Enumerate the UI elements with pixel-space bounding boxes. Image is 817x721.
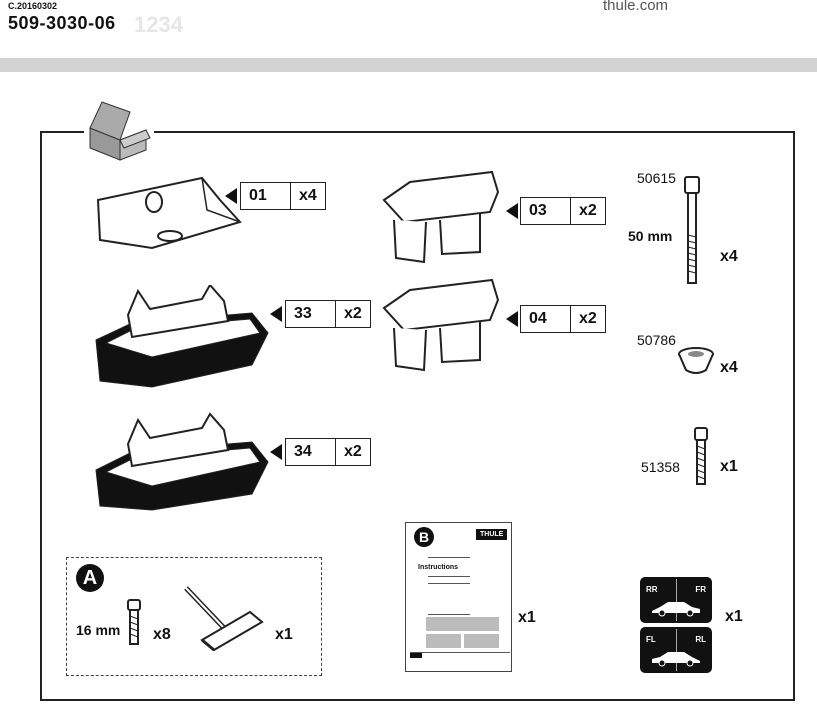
sticker-label: FR <box>695 585 706 594</box>
part-qty: x2 <box>344 443 362 460</box>
kit-a-tool-qty: x1 <box>275 626 293 643</box>
foot-33-icon <box>95 285 269 388</box>
sticker-label: FL <box>646 635 656 644</box>
small-bolt-icon <box>127 599 141 645</box>
car-icon <box>652 602 700 617</box>
pointer-icon <box>270 444 282 460</box>
barcode <box>410 653 422 658</box>
bolt-length: 50 mm <box>628 228 673 244</box>
kit-a-badge: A <box>76 564 104 592</box>
pointer-icon <box>506 203 518 219</box>
pointer-icon <box>270 306 282 322</box>
screw-icon <box>694 427 708 485</box>
thule-logo: THULE <box>476 529 508 540</box>
pad-03-icon <box>382 170 500 264</box>
divider <box>428 557 470 558</box>
sticker-label: RR <box>646 585 658 594</box>
pointer-icon <box>225 188 237 204</box>
image-placeholder <box>464 634 499 648</box>
instructions-badge: B <box>414 527 434 547</box>
kit-a-box <box>66 557 322 676</box>
doc-date: C.20160302 <box>8 1 58 11</box>
kit-a-bolt-qty: x8 <box>153 626 171 643</box>
washer-qty: x4 <box>720 359 738 376</box>
instructions-qty: x1 <box>518 609 536 626</box>
hex-key-tool-icon <box>184 586 264 652</box>
bracket-01-icon <box>96 176 242 250</box>
divider <box>676 579 677 621</box>
image-placeholder <box>426 634 461 648</box>
parts-frame <box>40 131 795 701</box>
car-icon <box>652 652 700 667</box>
sticker-label: RL <box>695 635 706 644</box>
divider <box>410 652 510 653</box>
part-label-34: 34 x2 <box>285 438 371 466</box>
washer-icon <box>678 347 714 374</box>
divider <box>428 614 470 615</box>
kit-a-bolt-length: 16 mm <box>76 622 121 638</box>
part-qty: x2 <box>579 202 597 219</box>
screw-qty: x1 <box>720 458 738 475</box>
bolt-qty: x4 <box>720 248 738 265</box>
box-icon <box>84 101 154 164</box>
website: thule.com <box>603 0 669 14</box>
divider <box>676 629 677 671</box>
sticker-front-rear-left: FL RL <box>640 627 712 673</box>
part-qty: x4 <box>299 187 317 204</box>
part-label-01: 01 x4 <box>240 182 326 210</box>
pad-04-icon <box>382 278 500 372</box>
sticker-rear-front-right: RR FR <box>640 577 712 623</box>
stickers-qty: x1 <box>725 608 743 625</box>
part-label-33: 33 x2 <box>285 300 371 328</box>
part-code: 01 <box>241 183 291 209</box>
long-bolt-icon <box>684 176 700 284</box>
part-code: 04 <box>521 306 571 332</box>
screw-code: 51358 <box>641 459 680 475</box>
part-qty: x2 <box>579 310 597 327</box>
part-code: 03 <box>521 198 571 224</box>
foot-34-icon <box>95 412 269 511</box>
divider <box>428 576 470 584</box>
part-label-04: 04 x2 <box>520 305 606 333</box>
pointer-icon <box>506 311 518 327</box>
washer-code: 50786 <box>637 332 676 348</box>
position-stickers: RR FR FL RL <box>640 577 712 673</box>
instructions-booklet: B THULE Instructions <box>405 522 512 672</box>
image-placeholder <box>426 617 499 631</box>
instructions-title: Instructions <box>418 564 459 571</box>
bolt-code: 50615 <box>637 170 676 186</box>
part-code: 34 <box>286 439 336 465</box>
part-label-03: 03 x2 <box>520 197 606 225</box>
part-code: 33 <box>286 301 336 327</box>
part-qty: x2 <box>344 305 362 322</box>
ghost-number: 1234 <box>134 12 183 37</box>
header-bar <box>0 58 817 72</box>
doc-number: 509-3030-06 <box>8 13 116 33</box>
